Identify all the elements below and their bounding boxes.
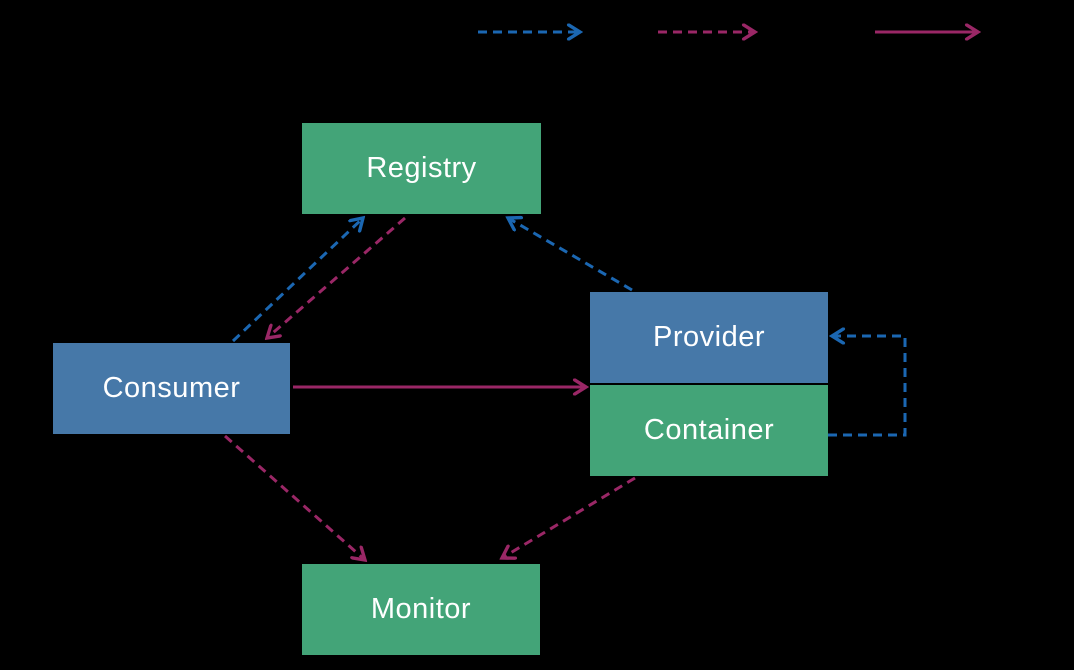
node-label-monitor: Monitor — [370, 593, 472, 625]
edge-consumer-to-registry — [231, 218, 363, 343]
node-label-container: Container — [643, 414, 775, 446]
edge-container-to-provider — [828, 336, 907, 437]
node-consumer: Consumer — [53, 343, 290, 434]
edge-provider-to-registry — [508, 218, 633, 292]
node-registry: Registry — [302, 123, 541, 214]
edge-registry-to-consumer — [267, 216, 406, 338]
node-label-provider: Provider — [653, 321, 765, 353]
edge-consumer-to-monitor — [224, 434, 365, 560]
node-provider: Provider — [590, 292, 828, 383]
node-label-consumer: Consumer — [102, 372, 241, 404]
edge-container-to-monitor — [502, 476, 636, 558]
node-label-registry: Registry — [366, 152, 477, 184]
node-monitor: Monitor — [302, 564, 540, 655]
node-container: Container — [590, 385, 828, 476]
